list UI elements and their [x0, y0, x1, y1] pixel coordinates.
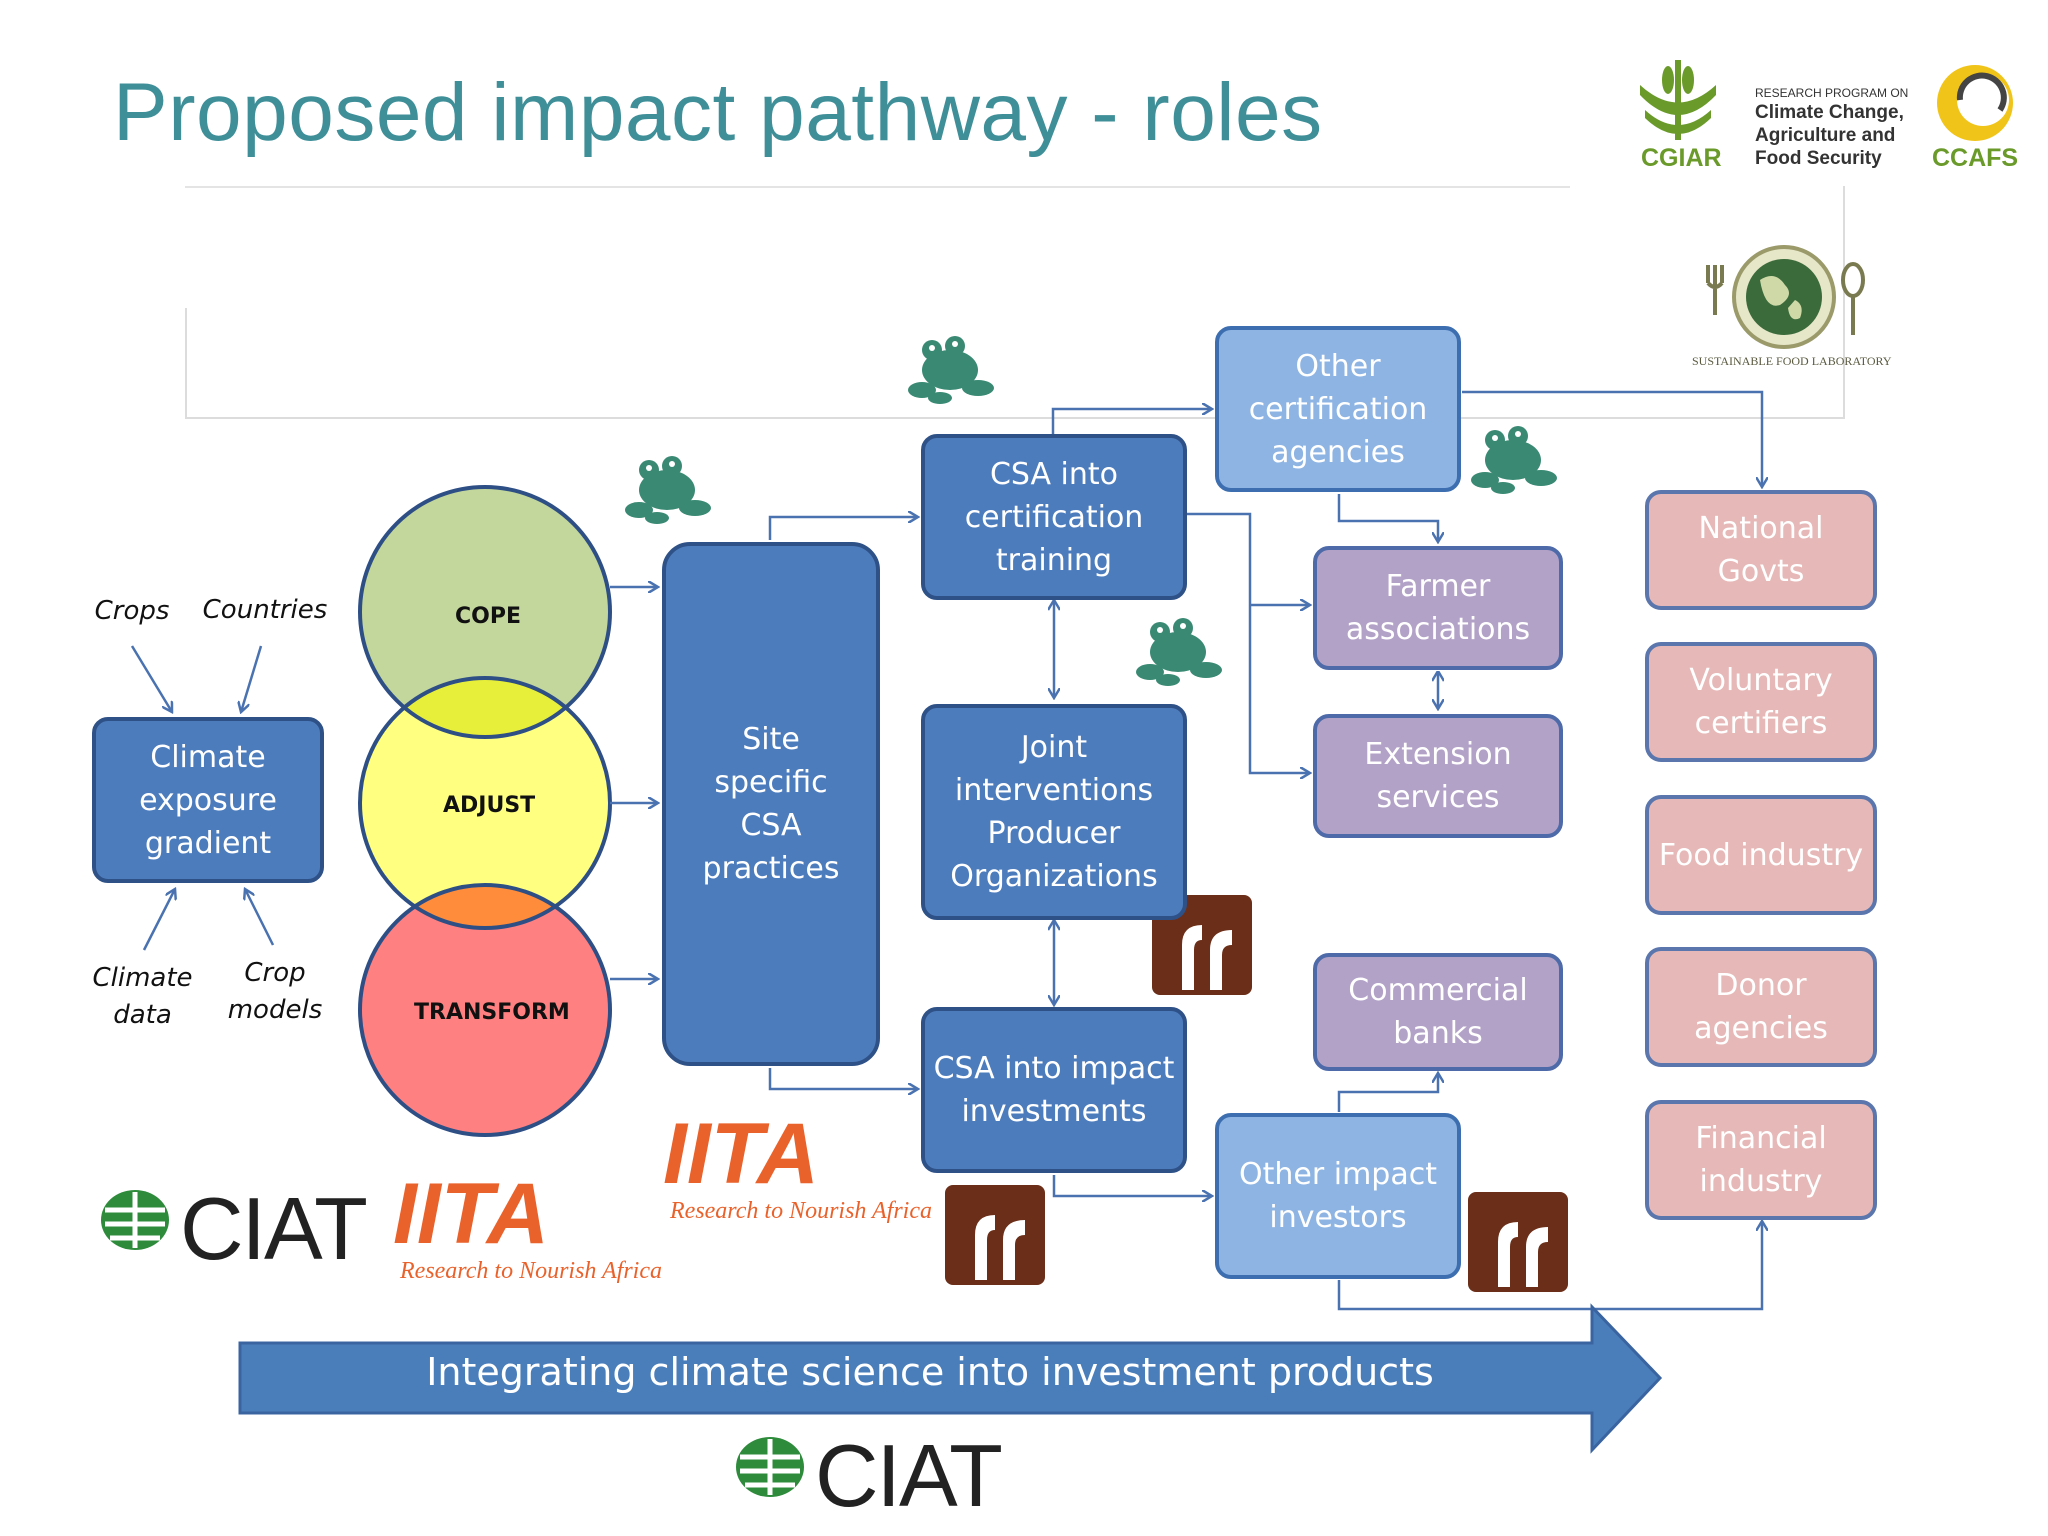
commercial-banks-box: Commercial banks [1313, 953, 1563, 1071]
root-logo-icon [1152, 895, 1252, 995]
adjust-circle [360, 678, 610, 928]
banner-arrow [238, 1303, 1663, 1454]
extension-services-box: Extension services [1313, 714, 1563, 838]
frog-icon [1471, 426, 1557, 494]
ciat-emblem [736, 1437, 804, 1497]
transform-label: TRANSFORM [414, 1000, 570, 1025]
cgiar-emblem [1640, 60, 1716, 140]
ccafs-small-text: RESEARCH PROGRAM ON [1755, 86, 1909, 100]
transform-circle [360, 885, 610, 1135]
site-specific-box: Site specific CSA practices [662, 542, 880, 1066]
ccafs-line-1: Climate Change, [1755, 102, 1904, 123]
sfl-logo-text: SUSTAINABLE FOOD LABORATORY [1692, 354, 1892, 368]
countries-label: Countries [202, 595, 328, 625]
cgiar-logo-text: CGIAR [1641, 144, 1722, 172]
title-divider [185, 186, 1570, 188]
ciat-logo-text: CIAT [180, 1179, 368, 1278]
ccafs-line-3: Food Security [1755, 148, 1882, 169]
joint-interventions-box: Joint interventions Producer Organizatio… [921, 704, 1187, 920]
root-logo-icon [945, 1185, 1045, 1285]
iita-tagline-2: Research to Nourish Africa [670, 1198, 932, 1224]
frog-icon [1136, 618, 1222, 686]
input-arrows [130, 645, 275, 951]
banner-label: Integrating climate science into investm… [426, 1350, 1434, 1394]
ccafs-emblem [1937, 65, 2013, 141]
climate-exposure-box: Climate exposure gradient [92, 717, 324, 883]
crops-label: Crops [94, 596, 170, 626]
stakeholder-voluntary-certifiers: Voluntary certifiers [1645, 642, 1877, 762]
flow-arrows [768, 390, 1762, 1311]
ccafs-logo-text: CCAFS [1932, 144, 2019, 172]
panel-border-right [1843, 186, 1845, 419]
circle-to-site-arrows [610, 587, 658, 979]
csa-cert-training-box: CSA into certification training [921, 434, 1187, 600]
cope-circle [360, 487, 610, 737]
csa-impact-investments-box: CSA into impact investments [921, 1007, 1187, 1173]
iita-tagline: Research to Nourish Africa [400, 1258, 662, 1284]
adjust-label: ADJUST [443, 793, 536, 818]
root-logo-icon [1468, 1192, 1568, 1292]
cope-label: COPE [455, 604, 521, 629]
crop-models-label: Crop models [227, 958, 323, 1025]
stakeholder-financial-industry: Financial industry [1645, 1100, 1877, 1220]
stakeholder-donor-agencies: Donor agencies [1645, 947, 1877, 1067]
globe-icon [1706, 245, 1865, 349]
iita-logo-text: IITA [393, 1166, 550, 1262]
frog-icon [625, 456, 711, 524]
other-impact-investors-box: Other impact investors [1215, 1113, 1461, 1279]
panel-border-left [185, 308, 187, 418]
ciat-logo-text-bottom: CIAT [815, 1426, 1003, 1525]
stakeholder-national-govts: National Govts [1645, 490, 1877, 610]
ciat-emblem [101, 1190, 169, 1250]
farmer-associations-box: Farmer associations [1313, 546, 1563, 670]
stakeholder-food-industry: Food industry [1645, 795, 1877, 915]
panel-border-bottom [185, 417, 1845, 419]
page-title: Proposed impact pathway - roles [113, 67, 1323, 158]
climate-data-label: Climate data [92, 963, 193, 1030]
other-cert-agencies-box: Other certification agencies [1215, 326, 1461, 492]
frog-icon [908, 336, 994, 404]
iita-logo-text-2: IITA [663, 1106, 820, 1202]
ccafs-line-2: Agriculture and [1755, 125, 1896, 146]
